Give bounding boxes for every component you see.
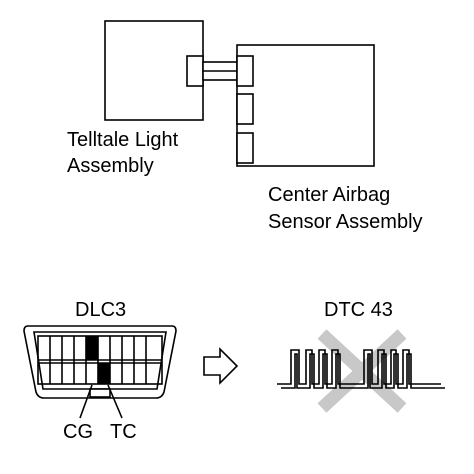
x-mark-icon [317, 329, 407, 413]
pulse-waveform-icon [277, 349, 445, 389]
center-airbag-label-line2: Sensor Assembly [268, 211, 423, 233]
tc-label: TC [110, 421, 137, 443]
dlc3-connector-icon [23, 325, 177, 419]
telltale-light-label-line1: Telltale Light [67, 129, 179, 151]
center-airbag-label-line1: Center Airbag [268, 184, 391, 206]
cg-label: CG [63, 421, 93, 443]
right-arrow-icon [203, 347, 239, 385]
center-airbag-sensor-box [236, 44, 375, 167]
dtc-title: DTC 43 [324, 299, 393, 321]
telltale-light-label-line2: Assembly [67, 155, 154, 177]
tc-terminal [98, 363, 110, 384]
dlc3-title: DLC3 [75, 299, 127, 321]
connector-icon [186, 55, 254, 164]
cg-terminal [86, 336, 98, 360]
